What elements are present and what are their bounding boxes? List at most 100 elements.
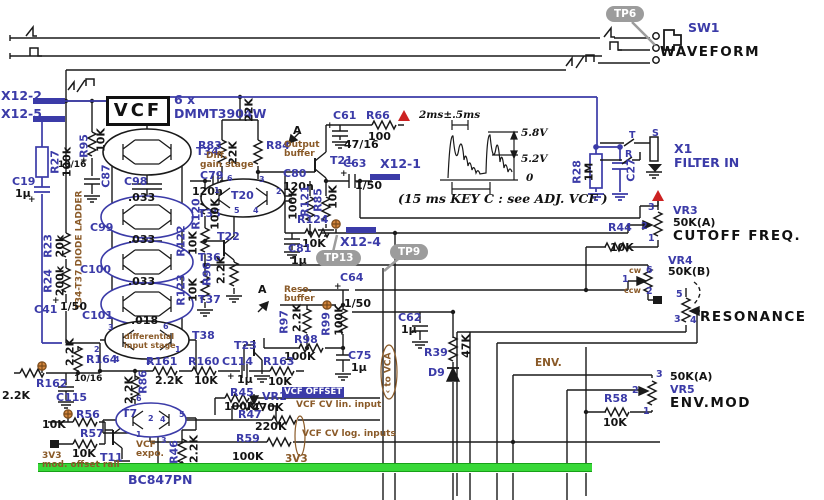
match-a1: A — [293, 124, 302, 137]
vr3-pin3: 3 — [648, 202, 655, 213]
c114-plus: + — [227, 372, 235, 382]
outbuf-1: Output — [284, 140, 320, 150]
r59-val: 100K — [232, 450, 264, 463]
match-a2: A — [258, 283, 267, 296]
r56-ref: R56 — [76, 408, 100, 421]
vr5-val: 50K(A) — [670, 370, 713, 383]
connector-bars — [33, 98, 400, 233]
3v3-rail-highlight — [38, 463, 592, 472]
tovca-label: ‹ to VCA — [383, 352, 394, 394]
r164-ref: R164 — [86, 353, 118, 366]
r86-ref: R86 — [136, 370, 150, 394]
vr3-pin1: 1 — [648, 233, 655, 244]
filter-in-jack — [600, 136, 659, 165]
r162-val: 2.2K — [2, 389, 31, 402]
r66-ref: R66 — [366, 109, 390, 122]
r45-ref: R45 — [230, 386, 254, 399]
c81-ref: C81 — [288, 242, 312, 255]
vr1-ref: VR1 — [262, 390, 287, 403]
t34-ref: T34 — [196, 145, 219, 158]
r95-ref: R95 — [77, 134, 91, 158]
r28-val: 1M — [582, 162, 596, 182]
c63-ref: C63 — [343, 157, 367, 170]
r97-ref: R97 — [277, 310, 291, 334]
bc847pn-label: BC847PN — [128, 472, 193, 487]
vr3-val: 50K(A) — [673, 216, 716, 229]
r95-val: 10K — [94, 128, 108, 152]
vcfexpo-2: expo. — [136, 449, 164, 459]
vr4-pin5: 5 — [676, 289, 683, 300]
c115-ref: C115 — [56, 391, 88, 404]
t38-note2: input stage — [124, 341, 176, 350]
vr5-pin2: 2 — [632, 385, 639, 396]
c98-ref: C98 — [124, 175, 148, 188]
c19-plus: + — [28, 195, 36, 205]
diffgain-1: Diff. — [206, 151, 228, 161]
t23-ref: T23 — [234, 339, 257, 352]
r121-ref: R121 — [298, 185, 312, 217]
r24-val: 200k — [53, 265, 67, 297]
tp13-testpoint-badge[interactable]: TP13 — [316, 250, 362, 266]
c80-val: 120n — [283, 180, 314, 193]
annotation-shapes — [294, 344, 398, 457]
waveform-switch[interactable] — [652, 29, 682, 64]
t20-pin2: 2 — [276, 187, 282, 196]
r44-ref: R44 — [608, 221, 632, 234]
t7-pin3: 3 — [161, 436, 167, 445]
t20-pin1: 1 — [214, 186, 220, 195]
c41-val: 1/50 — [60, 300, 87, 313]
r99-ref: R99 — [319, 312, 333, 336]
c101-val: .018 — [131, 314, 159, 327]
t37-ref: T37 — [198, 293, 221, 306]
jack-t: T — [629, 130, 636, 141]
c101-ref: C101 — [82, 309, 114, 322]
tp6-testpoint-badge[interactable]: TP6 — [606, 6, 645, 22]
t38-pin5: 5 — [146, 357, 152, 366]
r85-ref: R85 — [311, 188, 325, 212]
r47-ref: R47 — [238, 408, 262, 421]
vr5-ref: VR5 — [670, 383, 695, 396]
outbuf-2: buffer — [284, 149, 315, 159]
r47-val: 220K — [255, 420, 287, 433]
c41-plus: + — [52, 296, 60, 306]
tp9-testpoint-badge[interactable]: TP9 — [390, 244, 429, 260]
r99-val: 100K — [332, 304, 346, 336]
r96-val: 2.2K — [214, 255, 228, 285]
c99-ref: C99 — [90, 221, 114, 234]
x12-2: X12-2 — [1, 88, 42, 103]
vr4-pin4: 4 — [690, 315, 697, 326]
c87-plus: + — [80, 156, 88, 166]
r161-ref: R161 — [146, 355, 178, 368]
c114-ref: C114 — [222, 355, 254, 368]
railnote-1: 3V3 — [42, 451, 62, 461]
r45-val: 100K — [224, 400, 256, 413]
vr5-pin1: 1 — [643, 406, 650, 417]
c87-val: 10/16 — [58, 160, 87, 170]
r86-val: 2.2K — [122, 375, 136, 405]
r39-ref: R39 — [424, 346, 448, 359]
vr4-pin2: 2 — [646, 286, 653, 297]
c41-ref: C41 — [34, 303, 58, 316]
r98-val: 100K — [284, 350, 316, 363]
scope-v-low: 5.2V — [521, 153, 548, 165]
r56-val: 10K — [42, 418, 66, 431]
r124-ref: R124 — [297, 213, 329, 226]
c27-ref: C27 — [624, 158, 638, 182]
r84-val: 22K — [242, 98, 256, 122]
r44-val: 10K — [610, 241, 634, 254]
c63-val: 1/50 — [355, 179, 382, 192]
x1-ref: X1 — [674, 141, 693, 156]
r85-val: 10K — [326, 185, 340, 209]
t7-pin2: 2 — [148, 414, 154, 423]
pot-wiper-arrows — [248, 132, 701, 406]
r122-ref: R122 — [174, 225, 188, 257]
t7-pin1: 1 — [136, 430, 142, 439]
array-count: 6 x — [174, 92, 196, 107]
r98-ref: R98 — [294, 333, 318, 346]
reso-1: Reso. — [284, 285, 312, 295]
t20-ref: T20 — [231, 189, 254, 202]
x12-1: X12-1 — [380, 156, 421, 171]
r120-val: 100K — [208, 198, 222, 230]
